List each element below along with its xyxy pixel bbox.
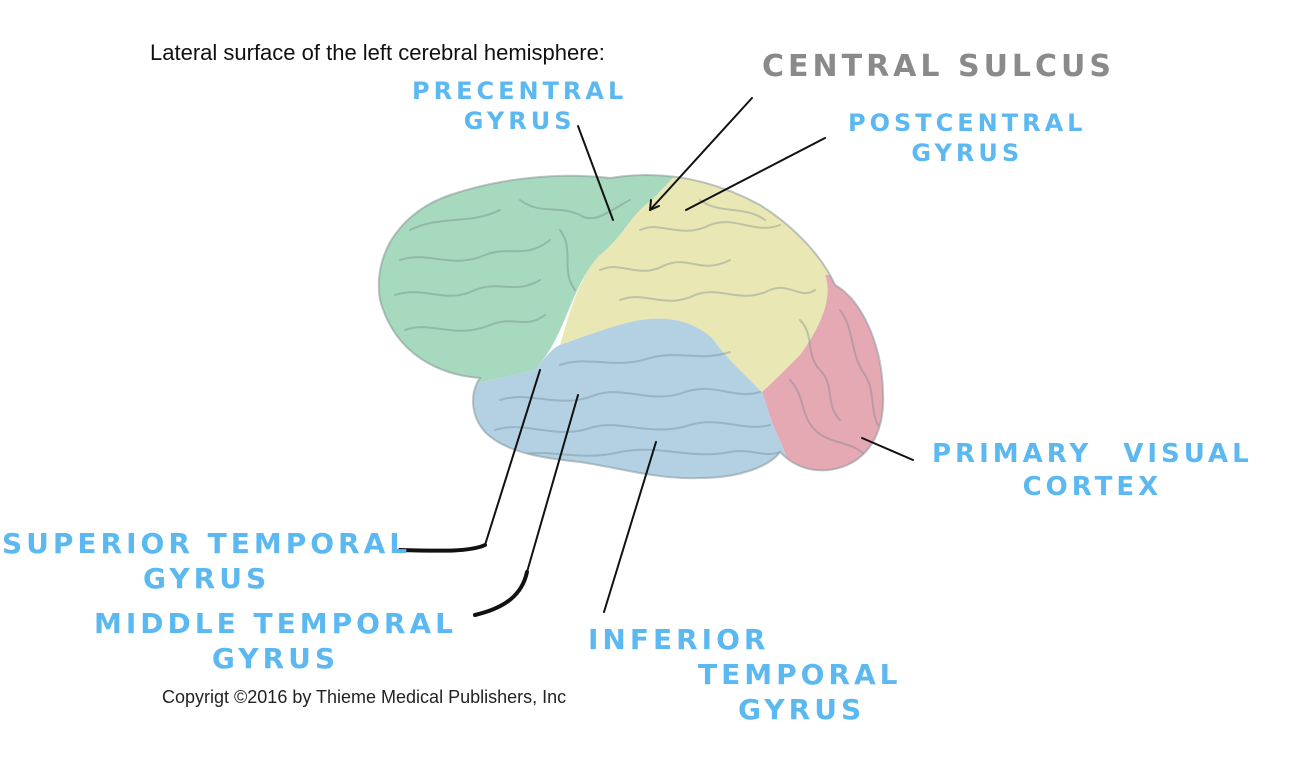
label-precentral-gyrus: PRECENTRAL GYRUS <box>412 76 627 136</box>
diagram-title: Lateral surface of the left cerebral hem… <box>150 40 605 65</box>
label-precentral-line1: PRECENTRAL <box>412 77 628 105</box>
primary-visual-leader-line <box>861 437 914 461</box>
copyright-notice: Copyrigt ©2016 by Thieme Medical Publish… <box>162 687 567 707</box>
label-middle-temporal-line1: MIDDLE TEMPORAL <box>94 607 457 640</box>
inferior-temporal-leader-line <box>603 441 657 613</box>
central-sulcus-arrowhead <box>649 199 660 211</box>
label-precentral-line2: GYRUS <box>463 107 576 135</box>
label-inferior-temporal-gyrus: INFERIOR TEMPORAL GYRUS <box>588 622 902 727</box>
middle-temporal-leader-line <box>526 394 579 573</box>
postcentral-leader-line <box>685 137 826 211</box>
label-postcentral-line1: POSTCENTRAL <box>848 109 1087 137</box>
label-central-sulcus: CENTRAL SULCUS <box>762 48 1115 86</box>
label-inferior-temporal-line2: TEMPORAL <box>698 658 902 691</box>
middle-temporal-leader-hook <box>473 570 529 617</box>
label-postcentral-gyrus: POSTCENTRAL GYRUS <box>848 108 1086 168</box>
label-postcentral-line2: GYRUS <box>911 139 1024 167</box>
superior-temporal-leader-hook <box>398 543 487 553</box>
label-primary-visual-cortex: PRIMARY VISUAL CORTEX <box>932 438 1253 503</box>
central-sulcus-leader-line <box>649 97 753 211</box>
label-central-sulcus-text: CENTRAL SULCUS <box>762 49 1116 84</box>
label-middle-temporal-gyrus: MIDDLE TEMPORAL GYRUS <box>94 606 457 676</box>
label-inferior-temporal-line1: INFERIOR <box>588 623 770 656</box>
label-primary-visual-line2: CORTEX <box>1022 471 1163 502</box>
precentral-leader-line <box>577 125 614 221</box>
occipital-lobe <box>762 270 884 479</box>
label-inferior-temporal-line3: GYRUS <box>738 693 866 726</box>
frontal-lobe <box>378 175 690 385</box>
label-superior-temporal-line2: GYRUS <box>143 562 271 595</box>
label-middle-temporal-line2: GYRUS <box>211 642 340 675</box>
superior-temporal-leader-line <box>484 369 541 546</box>
label-primary-visual-line1: PRIMARY VISUAL <box>932 439 1253 469</box>
label-superior-temporal-line1: SUPERIOR TEMPORAL <box>2 527 412 560</box>
temporal-lobe <box>460 318 791 479</box>
label-superior-temporal-gyrus: SUPERIOR TEMPORAL GYRUS <box>2 526 411 596</box>
